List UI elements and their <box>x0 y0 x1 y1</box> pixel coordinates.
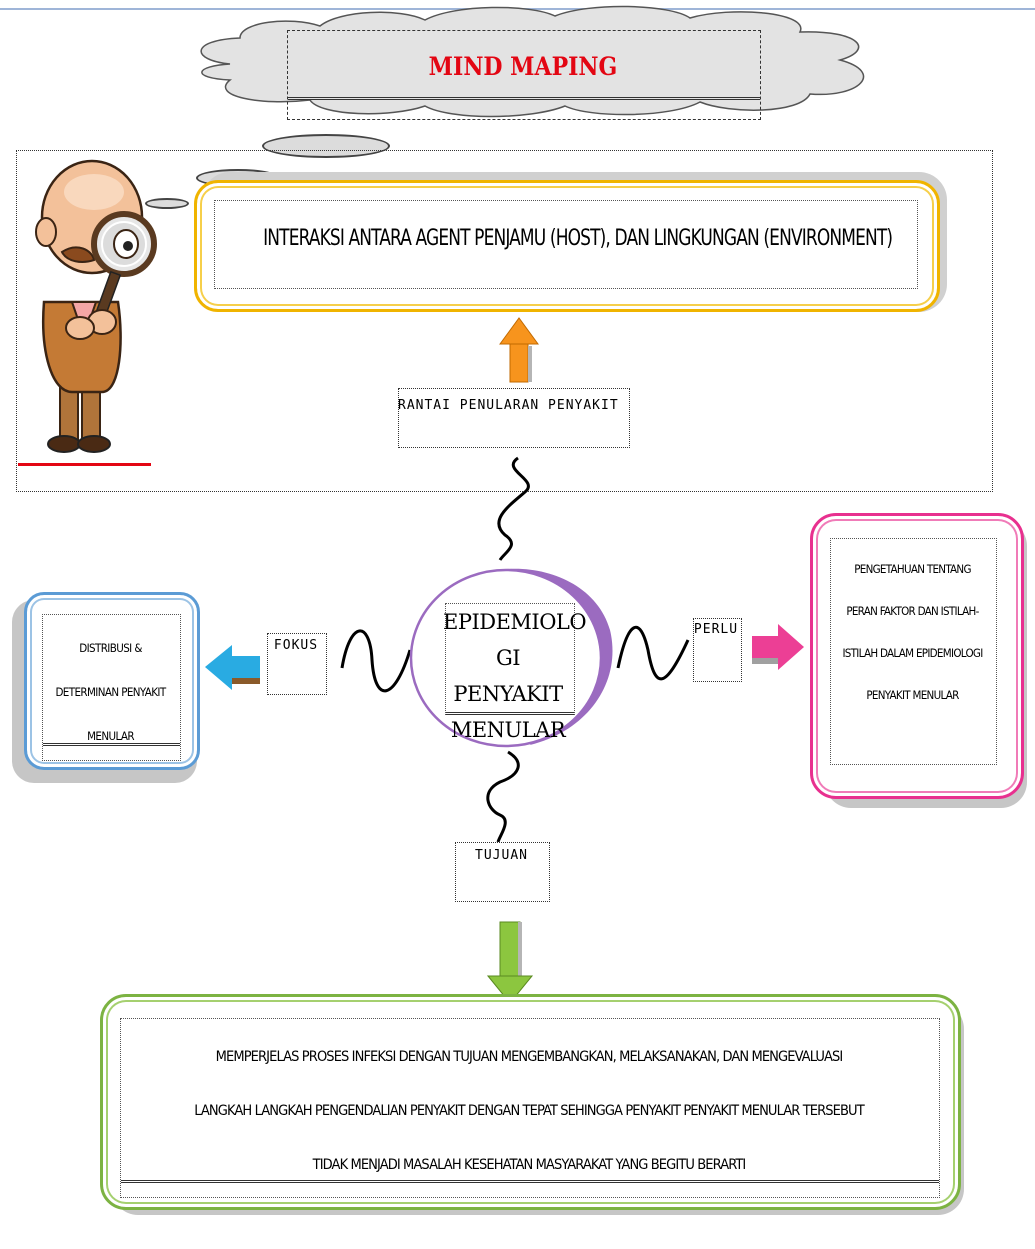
connector-top <box>497 456 530 561</box>
link-label-bottom: TUJUAN <box>475 848 528 863</box>
right-node-line-3: ISTILAH DALAM EPIDEMIOLOGI <box>842 646 983 660</box>
left-node-line-2: DETERMINAN PENYAKIT <box>55 685 166 699</box>
top-node-text: INTERAKSI ANTARA AGENT PENJAMU (HOST), D… <box>263 226 893 251</box>
center-node-inner-frame <box>445 603 575 715</box>
connector-right <box>616 625 690 681</box>
detective-magnifier-icon <box>35 159 157 453</box>
arrow-up-icon <box>499 317 539 383</box>
right-node-text: PENGETAHUAN TENTANG PERAN FAKTOR DAN IST… <box>830 548 995 716</box>
center-node-label: EPIDEMIOLO GI PENYAKIT MENULAR <box>443 604 587 748</box>
connector-bottom <box>486 750 520 843</box>
bottom-node-line-2: LANGKAH LANGKAH PENGENDALIAN PENYAKIT DE… <box>194 1103 864 1119</box>
link-box-bottom <box>455 842 550 902</box>
link-label-left: FOKUS <box>273 638 319 653</box>
left-node-inner-frame <box>42 614 181 761</box>
bottom-node-inner-frame <box>120 1018 940 1198</box>
red-underline <box>18 463 151 466</box>
center-node-line-1: EPIDEMIOLO <box>443 610 587 634</box>
link-box-left <box>267 633 327 695</box>
left-node-line-3: MENULAR <box>87 729 134 743</box>
page-title: MIND MAPING <box>428 52 618 81</box>
link-box-right <box>693 618 742 682</box>
bottom-node-line-1: MEMPERJELAS PROSES INFEKSI DENGAN TUJUAN… <box>215 1049 844 1065</box>
right-node-inner-frame <box>830 538 997 765</box>
bottom-node-box <box>100 994 961 1210</box>
bottom-node-text: MEMPERJELAS PROSES INFEKSI DENGAN TUJUAN… <box>120 1030 938 1192</box>
cloud-tail-ellipse-small <box>145 198 189 209</box>
left-node-line-1: DISTRIBUSI & <box>79 641 142 655</box>
center-node-line-2: GI PENYAKIT <box>453 646 563 706</box>
cloud-shape <box>200 5 865 118</box>
right-node-line-1: PENGETAHUAN TENTANG <box>854 562 971 576</box>
center-node-shape <box>409 568 613 748</box>
center-node-line-3: MENULAR <box>450 718 566 742</box>
arrow-right-icon <box>752 624 804 670</box>
link-label-right: PERLU <box>693 622 739 637</box>
connector-left <box>340 629 412 693</box>
right-node-line-2: PERAN FAKTOR DAN ISTILAH- <box>846 604 979 618</box>
arrow-left-icon <box>205 645 260 690</box>
top-node-inner-frame <box>214 200 918 289</box>
top-section-frame <box>16 150 993 492</box>
link-label-top: RANTAI PENULARAN PENYAKIT <box>398 398 619 413</box>
top-node-box <box>194 180 940 312</box>
cloud-tail-ellipse-large <box>262 134 390 158</box>
link-box-top <box>398 388 630 448</box>
right-node-line-4: PENYAKIT MENULAR <box>866 688 959 702</box>
left-node-text: DISTRIBUSI & DETERMINAN PENYAKIT MENULAR <box>42 626 179 758</box>
right-node-box <box>810 513 1024 799</box>
title-frame <box>287 30 761 120</box>
bottom-node-line-3: TIDAK MENJADI MASALAH KESEHATAN MASYARAK… <box>312 1157 747 1173</box>
left-node-box <box>24 592 200 770</box>
arrow-down-icon <box>486 921 534 1004</box>
